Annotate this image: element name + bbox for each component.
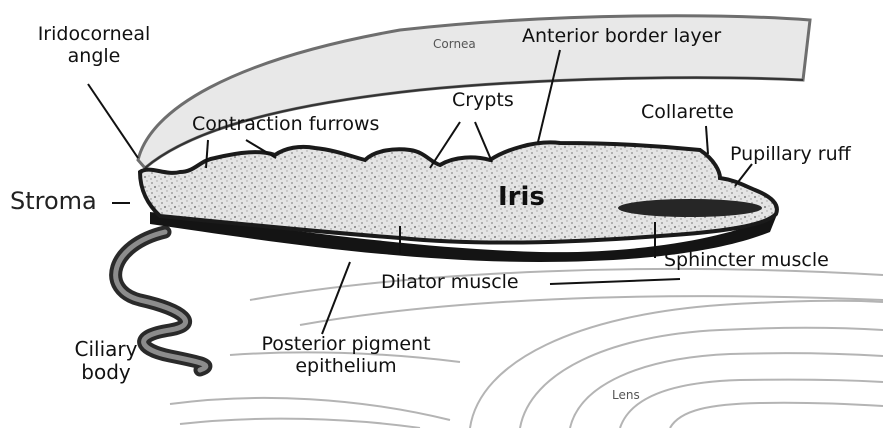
- label-ciliary-body: Ciliary body: [56, 338, 156, 384]
- label-sphincter-muscle: Sphincter muscle: [664, 250, 829, 272]
- sphincter-muscle-shape: [618, 199, 762, 217]
- label-cornea: Cornea: [433, 38, 476, 52]
- label-iris: Iris: [498, 183, 545, 213]
- label-crypts: Crypts: [452, 90, 514, 112]
- label-collarette: Collarette: [641, 102, 734, 124]
- label-iridocorneal-angle: Iridocorneal angle: [28, 24, 160, 68]
- label-stroma: Stroma: [10, 188, 97, 216]
- label-pupillary-ruff: Pupillary ruff: [730, 144, 851, 166]
- label-lens: Lens: [612, 389, 640, 403]
- label-dilator-muscle: Dilator muscle: [381, 272, 519, 294]
- label-posterior-pigment-epithelium: Posterior pigment epithelium: [236, 334, 456, 378]
- label-anterior-border-layer: Anterior border layer: [522, 26, 721, 48]
- label-contraction-furrows: Contraction furrows: [192, 114, 379, 136]
